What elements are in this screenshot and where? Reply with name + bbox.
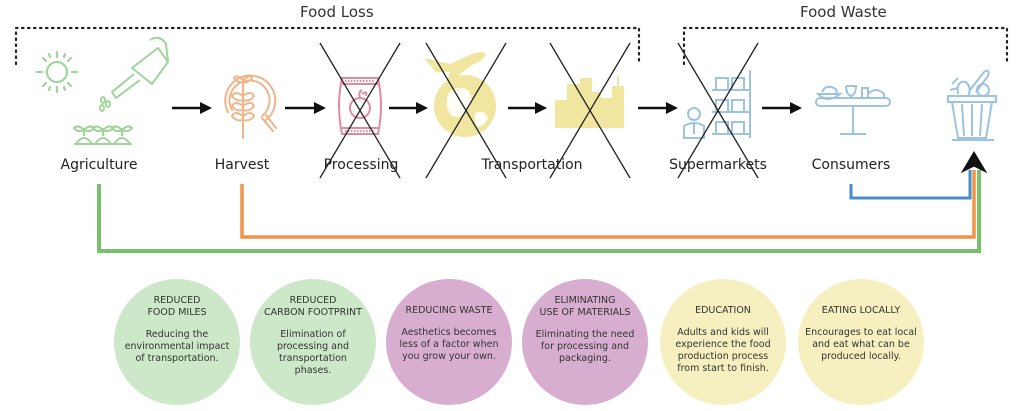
wheat-magnifier-icon <box>224 74 277 139</box>
cross-transportation <box>425 42 507 179</box>
trash-bin-food-icon <box>947 69 997 141</box>
benefit-reduced-food-miles: Reduced Food Miles Reducing the environm… <box>114 279 240 405</box>
sprouts-icon <box>72 125 134 145</box>
arrow-agriculture-harvest <box>172 102 212 114</box>
consumers-return-line <box>849 170 972 200</box>
arrow-transportation-city <box>508 102 547 114</box>
flow-arrows <box>172 102 802 114</box>
benefit-description: Eliminating the need for processing and … <box>535 329 635 364</box>
feedback-lines <box>97 151 988 253</box>
benefit-title: Eliminating Use of Materials <box>539 295 631 318</box>
benefit-eliminating-materials: Eliminating Use of Materials Eliminating… <box>522 279 648 405</box>
waste-arrow-head <box>960 151 988 174</box>
plane-globe-icon <box>424 52 496 137</box>
stage-label-agriculture: Agriculture <box>60 157 138 173</box>
stage-label-consumers: Consumers <box>811 157 891 173</box>
benefit-title: Reducing Waste <box>405 305 493 316</box>
benefit-description: Adults and kids will experience the food… <box>675 327 771 374</box>
packaged-apple-bag-icon <box>338 77 382 135</box>
benefit-eating-locally: Eating Locally Encourages to eat local a… <box>798 279 924 405</box>
benefit-title: Eating Locally <box>821 305 901 316</box>
harvest-return-line <box>240 170 976 239</box>
benefit-education: Education Adults and kids will experienc… <box>660 279 786 405</box>
food-waste-bracket <box>682 26 1009 66</box>
shop-shelves-clerk-icon <box>683 70 751 139</box>
cross-city <box>549 42 631 179</box>
stage-label-harvest: Harvest <box>214 157 270 173</box>
arrow-supermarkets-consumers <box>762 102 802 114</box>
watering-can-icon <box>99 36 169 112</box>
cross-supermarkets <box>677 42 759 179</box>
benefit-description: Aesthetics becomes less of a factor when… <box>399 327 499 362</box>
benefit-description: Elimination of processing and transporta… <box>276 329 350 376</box>
benefit-reduced-carbon-footprint: Reduced Carbon Footprint Elimination of … <box>250 279 376 405</box>
arrow-harvest-processing <box>285 102 326 114</box>
arrow-city-supermarkets <box>638 102 678 114</box>
dining-table-icon <box>815 85 891 135</box>
benefit-reducing-waste: Reducing Waste Aesthetics becomes less o… <box>386 279 512 405</box>
stage-label-transportation: Transportation <box>481 157 583 173</box>
benefit-description: Encourages to eat local and eat what can… <box>805 327 917 362</box>
stage-label-processing: Processing <box>323 157 399 173</box>
city-skyline-icon <box>555 76 624 128</box>
arrow-processing-transportation <box>389 102 428 114</box>
stage-label-supermarkets: Supermarkets <box>669 157 767 173</box>
benefit-title: Education <box>695 305 751 316</box>
cross-processing <box>319 42 401 179</box>
sun-icon <box>35 50 79 94</box>
food-loss-bracket <box>14 26 641 66</box>
cross-out-marks <box>319 42 759 179</box>
food-waste-title: Food Waste <box>800 3 887 21</box>
agriculture-return-line <box>97 170 981 253</box>
benefit-title: Reduced Carbon Footprint <box>264 295 362 318</box>
food-loss-title: Food Loss <box>300 3 374 21</box>
benefit-title: Reduced Food Miles <box>147 295 207 318</box>
benefit-description: Reducing the environmental impact of tra… <box>124 329 230 364</box>
